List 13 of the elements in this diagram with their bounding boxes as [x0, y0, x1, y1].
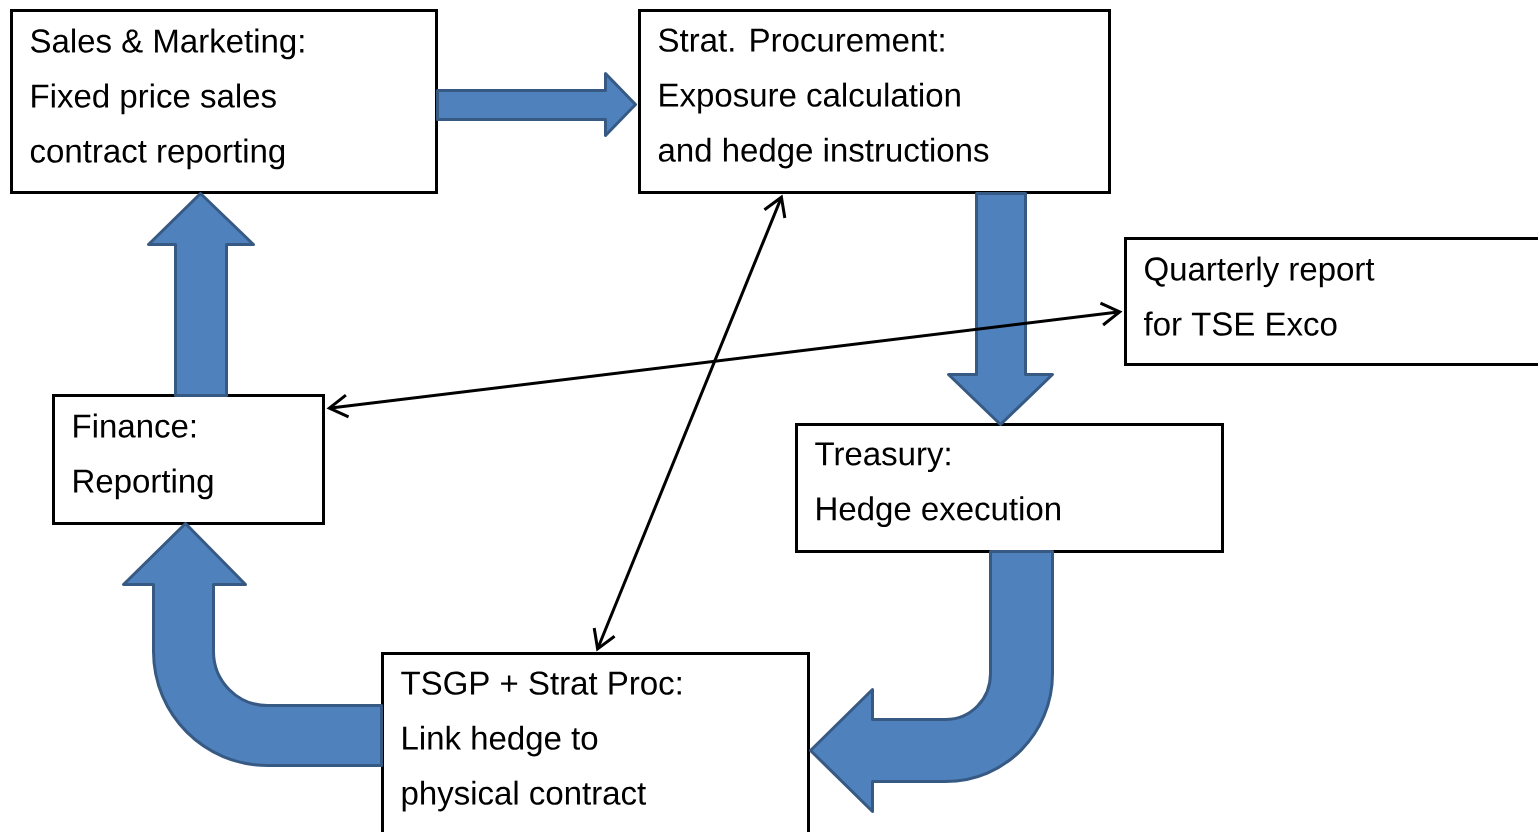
- process-box: Finance: Reporting: [52, 394, 325, 525]
- double-arrow: [592, 194, 787, 652]
- process-box: TSGP + Strat Proc: Link hedge to physical contract: [381, 652, 810, 832]
- process-box: Strat. Procurement: Exposure calculation and hedge instructions: [638, 9, 1111, 194]
- process-box: Treasury: Hedge execution: [795, 423, 1224, 553]
- block-arrow: [147, 192, 255, 397]
- bent-block-arrow: [809, 550, 1054, 813]
- double-arrow: [326, 301, 1123, 419]
- bent-block-arrow: [122, 522, 383, 767]
- process-box: Sales & Marketing: Fixed price sales contract reporting: [10, 9, 438, 194]
- block-arrow: [947, 192, 1054, 426]
- process-box: Quarterly report for TSE Exco: [1124, 237, 1538, 366]
- block-arrow: [436, 72, 637, 137]
